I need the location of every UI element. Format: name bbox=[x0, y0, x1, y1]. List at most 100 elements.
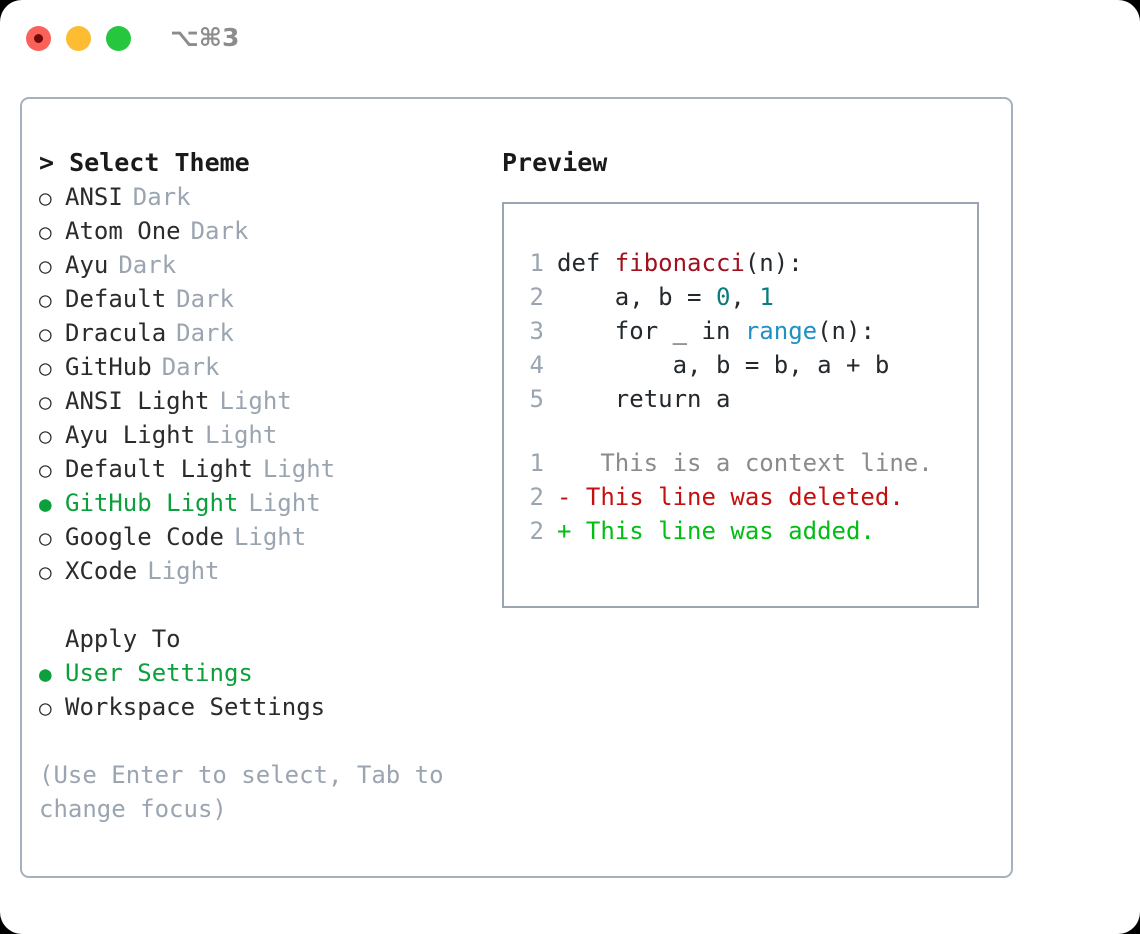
diff-line: 1 This is a context line. bbox=[516, 446, 971, 480]
apply-to-option[interactable]: ○Workspace Settings bbox=[39, 690, 499, 724]
apply-to-label: User Settings bbox=[65, 659, 253, 687]
code-token-plain: (n): bbox=[744, 249, 803, 277]
code-token-func: fibonacci bbox=[614, 249, 745, 277]
maximize-button-icon[interactable] bbox=[106, 26, 131, 51]
code-token-num: 1 bbox=[759, 283, 774, 311]
diff-marker bbox=[557, 446, 571, 480]
preview-heading: Preview bbox=[502, 148, 608, 177]
theme-kind-label: Dark bbox=[118, 251, 177, 279]
diff-sample: 1 This is a context line.2- This line wa… bbox=[516, 446, 971, 548]
theme-kind-label: Light bbox=[248, 489, 321, 517]
radio-unselected-icon: ○ bbox=[39, 424, 52, 448]
code-text: for _ in range(n): bbox=[557, 314, 875, 348]
diff-line: 2 + This line was added. bbox=[516, 514, 971, 548]
radio-unselected-icon: ○ bbox=[39, 254, 52, 278]
theme-option[interactable]: ○ Atom One Dark bbox=[39, 214, 499, 248]
radio-unselected-icon: ○ bbox=[39, 186, 52, 210]
theme-option[interactable]: ○ Dracula Dark bbox=[39, 316, 499, 350]
theme-name: ANSI bbox=[65, 183, 123, 211]
radio-unselected-icon: ○ bbox=[39, 526, 52, 550]
select-theme-heading: > Select Theme bbox=[39, 148, 250, 177]
radio-selected-icon: ● bbox=[39, 662, 52, 686]
line-number: 2 bbox=[529, 517, 544, 545]
theme-kind-label: Dark bbox=[176, 319, 234, 347]
line-number: 2 bbox=[529, 483, 544, 511]
radio-unselected-icon: ○ bbox=[39, 390, 52, 414]
theme-option[interactable]: ○ Default Light Light bbox=[39, 452, 499, 486]
theme-option[interactable]: ○ ANSI Light Light bbox=[39, 384, 499, 418]
theme-option[interactable]: ○ ANSI Dark bbox=[39, 180, 499, 214]
minimize-button-icon[interactable] bbox=[66, 26, 91, 51]
radio-selected-icon: ● bbox=[39, 492, 52, 516]
code-line: 2 a, b = 0, 1 bbox=[516, 280, 971, 314]
code-line: 5 return a bbox=[516, 382, 971, 416]
line-number: 2 bbox=[529, 283, 544, 311]
theme-name: Ayu Light bbox=[65, 421, 196, 449]
spacer bbox=[516, 416, 971, 446]
radio-unselected-icon: ○ bbox=[39, 322, 52, 346]
radio-unselected-icon: ○ bbox=[39, 356, 52, 380]
theme-kind-label: Light bbox=[233, 523, 307, 551]
theme-kind-label: Dark bbox=[132, 183, 191, 211]
line-number: 1 bbox=[529, 249, 544, 277]
code-token-plain: a, b = bbox=[557, 283, 716, 311]
code-token-plain: a, b = b, a + b bbox=[557, 351, 890, 379]
radio-unselected-icon: ○ bbox=[39, 220, 52, 244]
theme-name: GitHub Light bbox=[65, 489, 239, 517]
diff-text: This line was added. bbox=[571, 517, 875, 545]
apply-to-option[interactable]: ● User Settings bbox=[39, 656, 499, 690]
keyboard-hint-text: (Use Enter to select, Tab to change focu… bbox=[39, 761, 459, 823]
code-token-plain: , bbox=[730, 283, 760, 311]
code-text: return a bbox=[557, 382, 731, 416]
radio-unselected-icon: ○ bbox=[39, 288, 52, 312]
line-number: 1 bbox=[529, 449, 544, 477]
theme-option[interactable]: ● GitHub Light Light bbox=[39, 486, 499, 520]
code-token-plain: return a bbox=[557, 385, 731, 413]
diff-marker: - bbox=[557, 483, 572, 511]
theme-name: Default Light bbox=[65, 455, 253, 483]
theme-name: XCode bbox=[65, 557, 138, 585]
theme-kind-label: Light bbox=[147, 557, 220, 585]
title-bar: ⌥⌘3 bbox=[0, 0, 1140, 78]
code-text: a, b = 0, 1 bbox=[557, 280, 774, 314]
code-token-plain: (n): bbox=[817, 317, 875, 345]
radio-unselected-icon: ○ bbox=[39, 696, 52, 720]
theme-name: Dracula bbox=[65, 319, 167, 347]
line-number: 3 bbox=[529, 317, 544, 345]
radio-unselected-icon: ○ bbox=[39, 458, 52, 482]
theme-kind-label: Dark bbox=[190, 217, 249, 245]
keyboard-shortcut-label: ⌥⌘3 bbox=[170, 23, 240, 52]
theme-name: Default bbox=[65, 285, 167, 313]
theme-kind-label: Light bbox=[219, 387, 292, 415]
close-button-icon[interactable] bbox=[26, 26, 51, 51]
theme-name: GitHub bbox=[65, 353, 152, 381]
code-token-plain: def bbox=[557, 249, 615, 277]
theme-name: Atom One bbox=[65, 217, 181, 245]
diff-marker: + bbox=[557, 517, 572, 545]
line-number: 4 bbox=[529, 351, 544, 379]
code-text: a, b = b, a + b bbox=[557, 348, 890, 382]
theme-name: ANSI Light bbox=[65, 387, 210, 415]
theme-kind-label: Light bbox=[262, 455, 336, 483]
apply-to-list[interactable]: ● User Settings ○Workspace Settings bbox=[39, 656, 499, 724]
code-text: def fibonacci(n): bbox=[557, 246, 803, 280]
apply-to-heading: Apply To bbox=[65, 625, 181, 653]
diff-line: 2- This line was deleted. bbox=[516, 480, 971, 514]
code-line: 3 for _ in range(n): bbox=[516, 314, 971, 348]
theme-option[interactable]: ○ Ayu Light Light bbox=[39, 418, 499, 452]
diff-text: This line was deleted. bbox=[571, 483, 904, 511]
code-token-call: range bbox=[744, 317, 818, 345]
theme-kind-label: Light bbox=[205, 421, 278, 449]
